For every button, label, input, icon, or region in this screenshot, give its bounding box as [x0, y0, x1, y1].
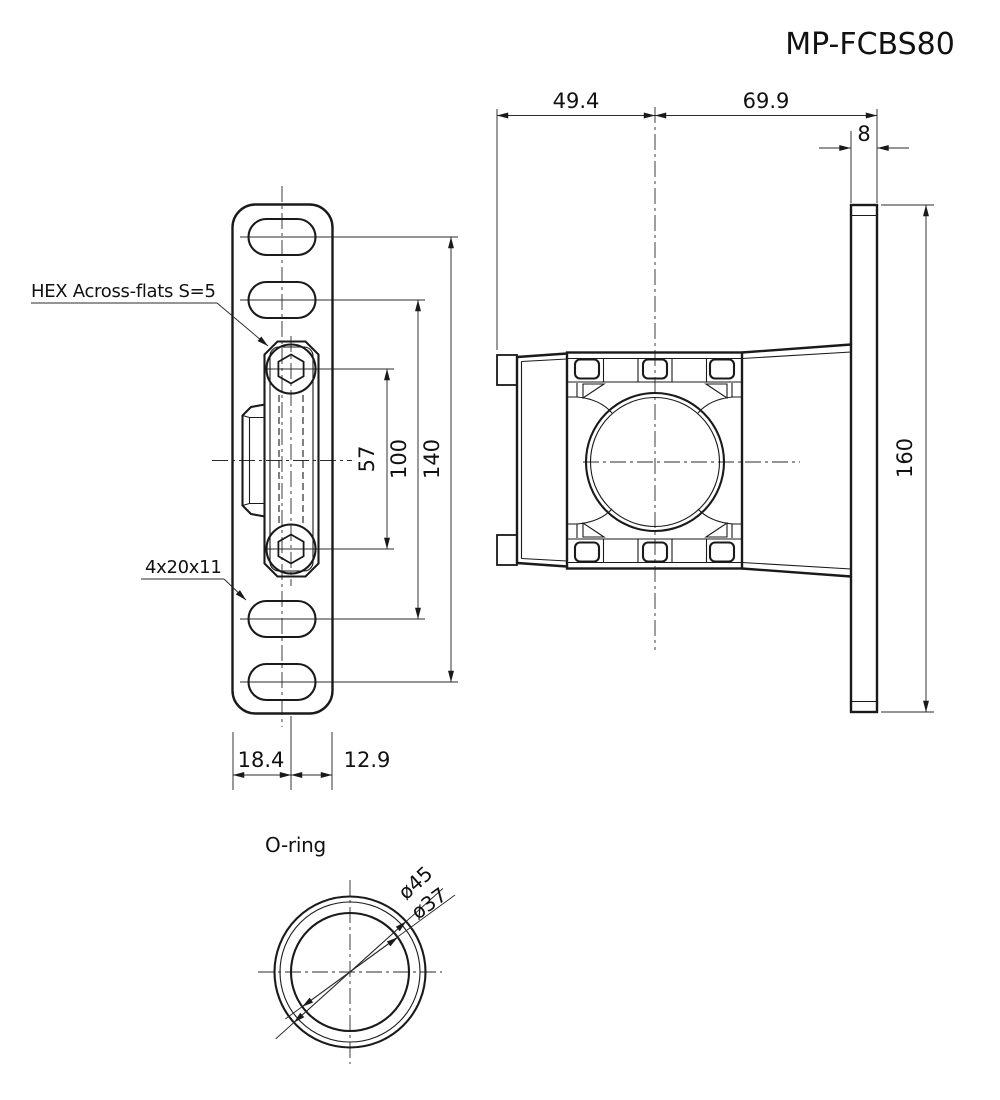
- clamp-boss: [241, 340, 320, 578]
- dim-49-4: 49.4: [553, 89, 600, 113]
- front-tab-bottom: [496, 534, 518, 566]
- dim-bottom-widths: 18.4 12.9: [232, 716, 391, 790]
- hex-label-text: HEX Across-flats S=5: [31, 281, 216, 302]
- bore-circle-inner: [589, 396, 721, 528]
- slot: [247, 662, 317, 702]
- slot-label-text: 4x20x11: [145, 557, 221, 578]
- t-nuts-top: [573, 358, 736, 380]
- oring-outer-circle: [273, 895, 427, 1049]
- dim-height-160: 160: [881, 204, 934, 713]
- svg-text:100: 100: [387, 439, 411, 479]
- plate-outline: [231, 203, 334, 715]
- mounting-slots: [247, 217, 317, 702]
- oring-inner-circle: [289, 911, 411, 1033]
- hex-label: HEX Across-flats S=5: [31, 281, 269, 347]
- svg-text:57: 57: [355, 446, 379, 473]
- bore-circle-outer: [584, 391, 726, 533]
- body-front-section: [515, 352, 569, 568]
- dim-oring-id: ø37: [285, 883, 456, 1020]
- hex-socket-screw-top: [265, 343, 317, 395]
- dim-18-4: 18.4: [238, 748, 285, 772]
- clamp-block: [565, 351, 744, 570]
- flange-plate: [849, 203, 879, 714]
- oring-label: O-ring: [265, 833, 326, 857]
- dim-slot-pitch-140: 140: [420, 236, 454, 683]
- dim-12-9: 12.9: [344, 748, 391, 772]
- hex-socket-screw-bottom: [265, 523, 317, 575]
- webs: [740, 343, 853, 578]
- oring-detail: O-ring ø45 ø37: [258, 833, 456, 1064]
- slot: [247, 599, 317, 639]
- front-view: HEX Across-flats S=5 4x20x11 57 100 140: [31, 186, 458, 790]
- dim-screw-pitch-57: 57: [355, 368, 390, 550]
- dim-69-9: 69.9: [743, 89, 790, 113]
- oring-outer-inner-edge: [279, 901, 421, 1043]
- slot: [247, 280, 317, 320]
- svg-text:140: 140: [420, 439, 444, 479]
- svg-text:160: 160: [893, 438, 917, 478]
- slot: [247, 217, 317, 257]
- dim-oring-od: ø45: [275, 861, 444, 1040]
- drawing-title: MP-FCBS80: [785, 27, 955, 62]
- dim-slot-pitch-100: 100: [387, 299, 421, 620]
- slot-label: 4x20x11: [141, 557, 247, 601]
- dim-depths: 49.4 69.9 8: [496, 89, 909, 350]
- front-tab-top: [496, 354, 518, 386]
- side-view: 49.4 69.9 8 160: [496, 89, 934, 714]
- t-nuts-bottom: [573, 541, 736, 563]
- dim-8: 8: [857, 122, 870, 146]
